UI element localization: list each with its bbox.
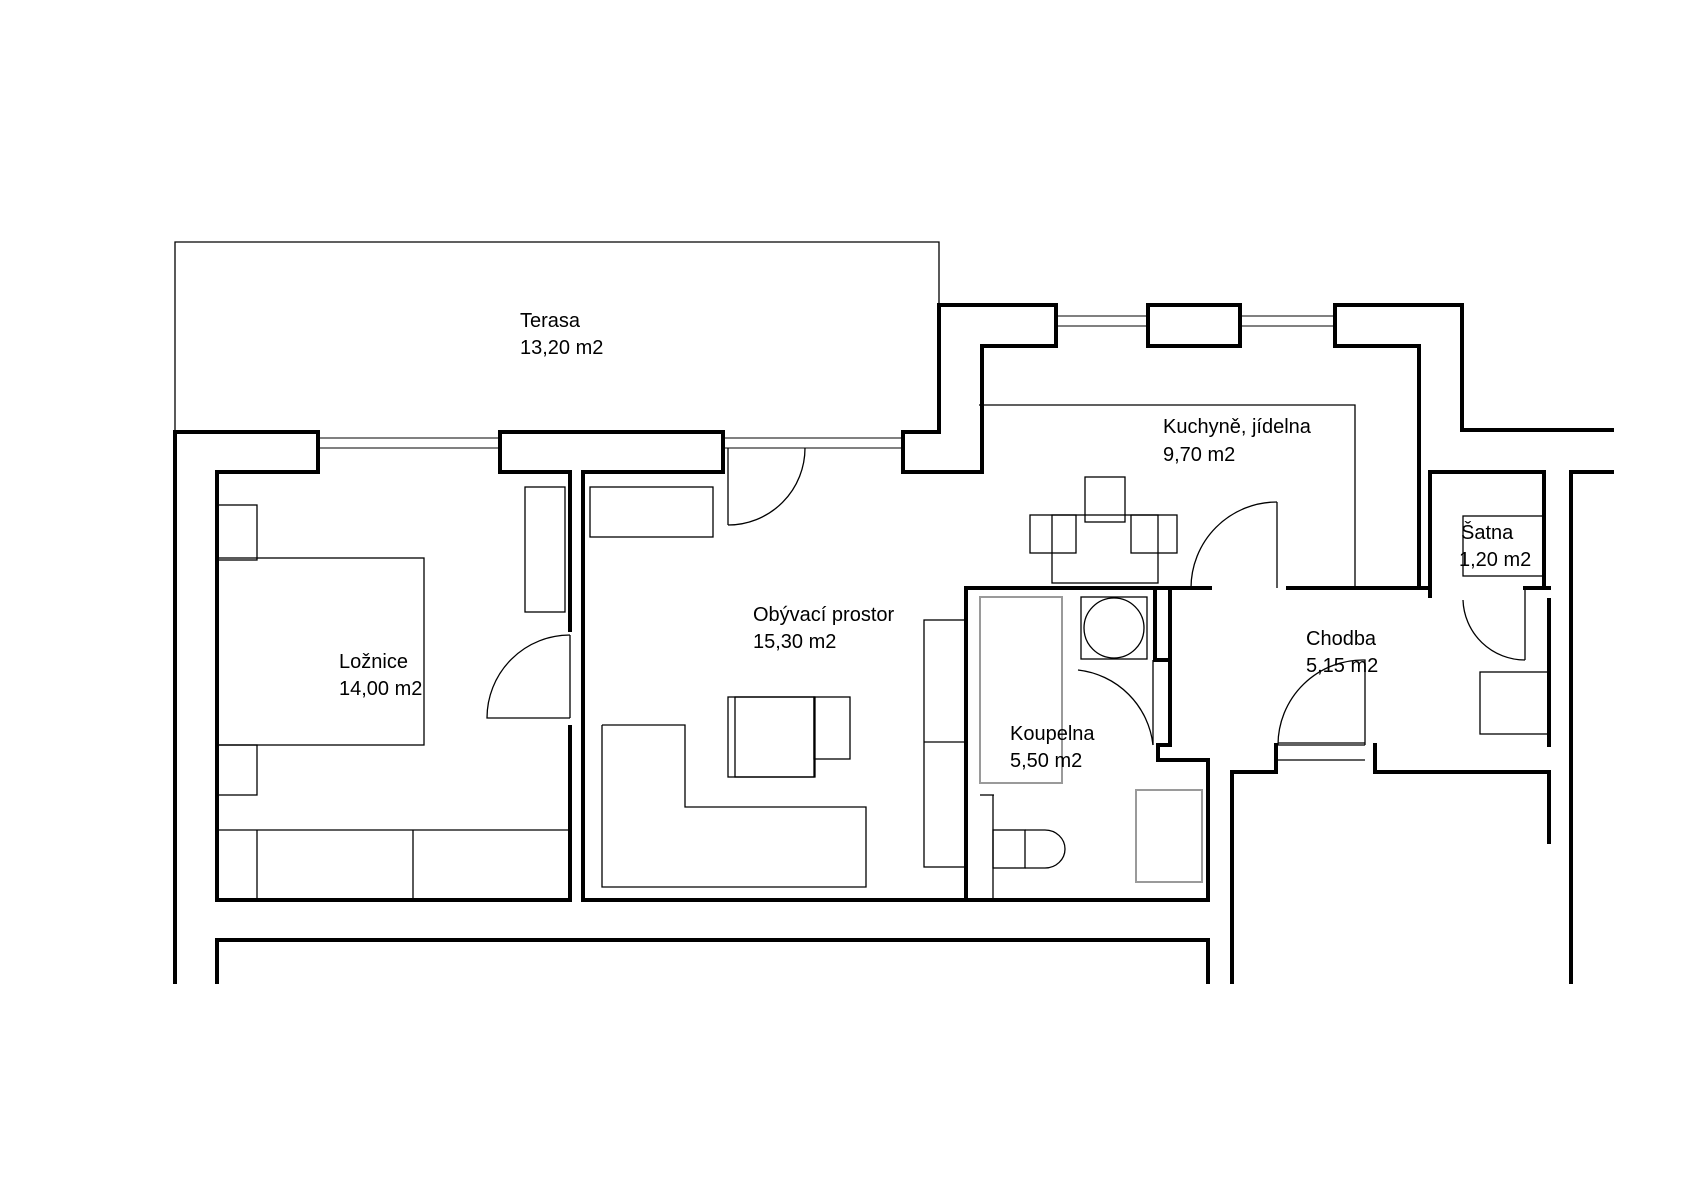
room-loznice: Ložnice 14,00 m2: [339, 651, 422, 700]
room-obyvaci-name: Obývací prostor: [753, 604, 895, 626]
room-koupelna: Koupelna 5,50 m2: [1010, 723, 1095, 772]
room-obyvaci-area: 15,30 m2: [753, 631, 836, 653]
room-koupelna-area: 5,50 m2: [1010, 750, 1082, 772]
windows: [317, 315, 1336, 449]
walls: [173, 303, 1614, 984]
room-chodba-area: 5,15 m2: [1306, 655, 1378, 677]
room-loznice-area: 14,00 m2: [339, 678, 422, 700]
terrace-outline: [174, 241, 940, 432]
room-chodba-name: Chodba: [1306, 628, 1377, 650]
room-terasa-name: Terasa: [520, 310, 581, 332]
room-satna-name: Šatna: [1461, 521, 1514, 544]
room-terasa: Terasa 13,20 m2: [520, 310, 603, 359]
room-kuchyne-name: Kuchyně, jídelna: [1163, 416, 1312, 438]
room-chodba: Chodba 5,15 m2: [1306, 628, 1378, 677]
furniture: [216, 404, 1550, 900]
room-kuchyne-area: 9,70 m2: [1163, 444, 1235, 466]
room-satna-area: 1,20 m2: [1459, 549, 1531, 571]
room-obyvaci: Obývací prostor 15,30 m2: [753, 604, 895, 653]
room-satna: Šatna 1,20 m2: [1459, 521, 1531, 571]
room-koupelna-name: Koupelna: [1010, 723, 1095, 745]
doors: [486, 447, 1526, 761]
room-kuchyne: Kuchyně, jídelna 9,70 m2: [1163, 416, 1312, 466]
room-terasa-area: 13,20 m2: [520, 337, 603, 359]
room-loznice-name: Ložnice: [339, 651, 408, 673]
